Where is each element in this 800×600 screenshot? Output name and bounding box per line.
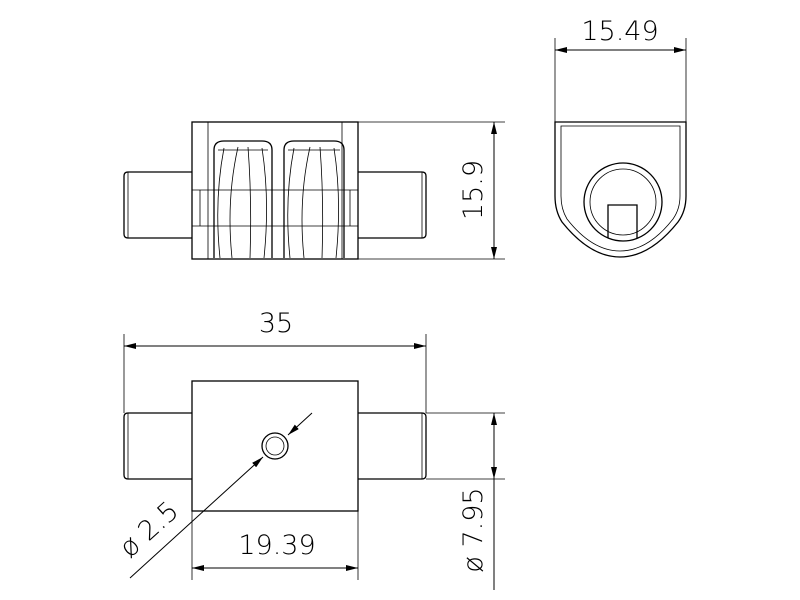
- top-right-pin: [358, 412, 427, 480]
- top-body: [191, 380, 359, 512]
- end-view: 15.49: [554, 16, 687, 258]
- end-bore-inner: [589, 168, 657, 236]
- top-view: 35 19.39 ø 7.95 ø 2.5: [114, 308, 505, 590]
- side-left-pin: [123, 171, 192, 239]
- dim-side-height-label: 15.9: [458, 160, 489, 220]
- dim-pin-diameter-label: ø 7.95: [458, 487, 489, 572]
- side-left-ridge: [213, 140, 273, 259]
- dim-hole-diameter-label: ø 2.5: [114, 495, 185, 564]
- dim-end-width-label: 15.49: [581, 16, 658, 47]
- side-body: [191, 121, 359, 260]
- side-right-pin: [358, 171, 427, 239]
- dim-overall-length-label: 35: [259, 308, 293, 339]
- top-hole-inner: [265, 436, 285, 456]
- top-hole-outer: [261, 432, 289, 460]
- side-right-ridge: [283, 140, 345, 259]
- top-left-pin: [123, 412, 192, 480]
- end-slot: [607, 204, 638, 238]
- dim-body-length-label: 19.39: [238, 530, 315, 561]
- end-profile: [554, 121, 687, 258]
- end-bore-outer: [583, 162, 663, 242]
- side-view: 15.9: [123, 121, 505, 260]
